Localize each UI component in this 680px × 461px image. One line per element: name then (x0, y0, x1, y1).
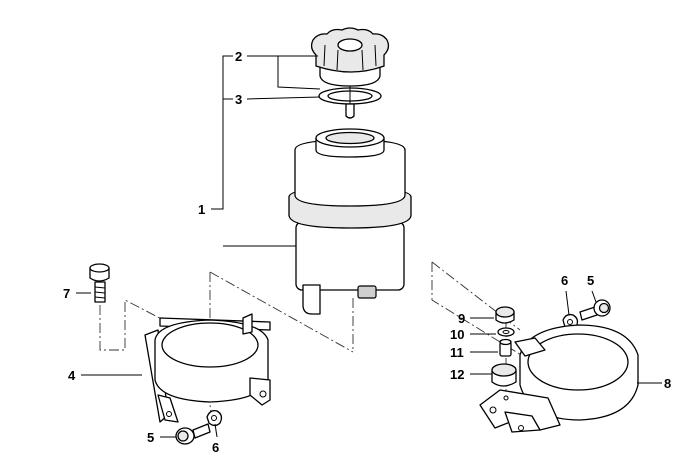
callout-labels: 2 3 1 7 4 5 6 9 10 11 12 6 5 8 (63, 49, 671, 455)
callout-7: 7 (63, 286, 70, 301)
bolt (89, 263, 110, 303)
callout-5-left: 5 (147, 430, 154, 445)
filler-cap (310, 27, 390, 119)
callout-11: 11 (450, 345, 464, 360)
screw-right (579, 299, 611, 321)
callout-5-right: 5 (587, 273, 594, 288)
rubber-mount-parts (491, 306, 517, 387)
callout-3: 3 (235, 92, 242, 107)
callout-12: 12 (450, 367, 464, 382)
clip-left (206, 409, 223, 427)
screw-left (175, 423, 211, 445)
left-bracket (144, 313, 271, 423)
leader-lines (76, 55, 662, 438)
right-bracket (479, 324, 639, 433)
callout-8: 8 (664, 376, 671, 391)
callout-2: 2 (235, 49, 242, 64)
callout-10: 10 (450, 327, 464, 342)
callout-6-right: 6 (561, 273, 568, 288)
reservoir-body (288, 128, 412, 315)
callout-4: 4 (68, 368, 76, 383)
callout-1: 1 (198, 202, 205, 217)
callout-6-left: 6 (212, 440, 219, 455)
callout-9: 9 (458, 311, 465, 326)
